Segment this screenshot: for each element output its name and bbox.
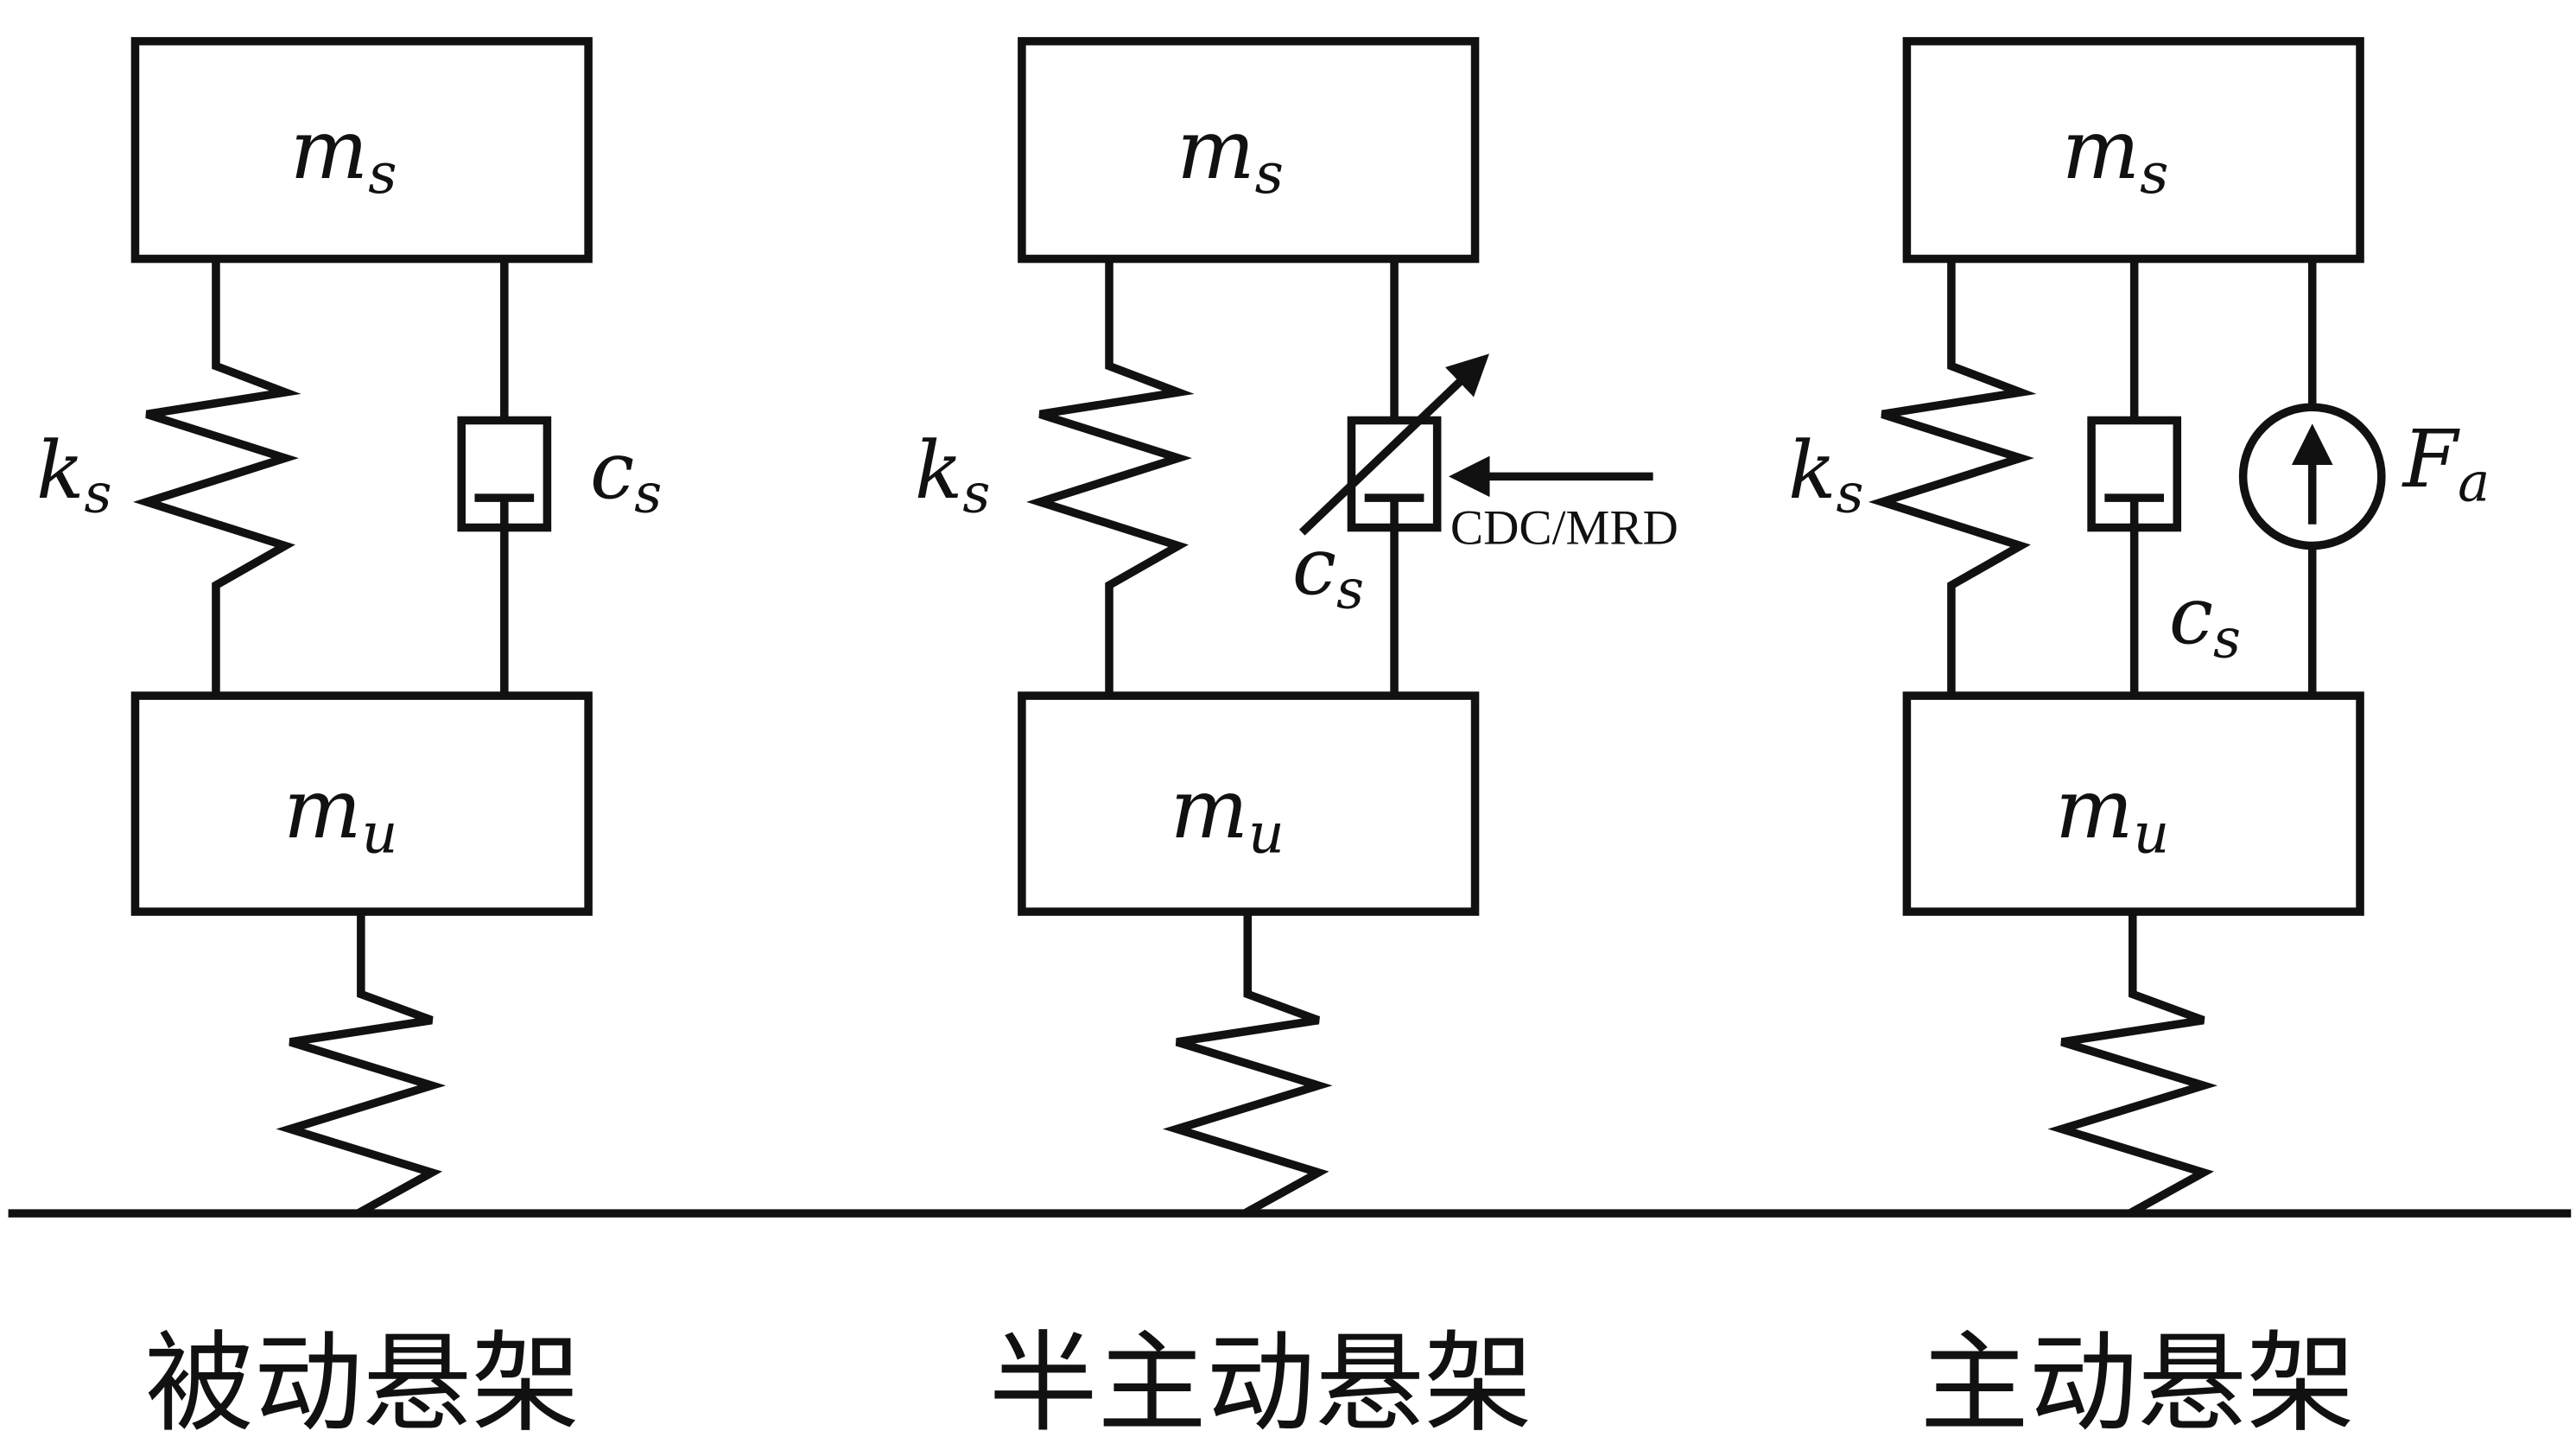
suspension-spring (133, 258, 301, 696)
actuator-force-label: Fa (2402, 413, 2490, 513)
damper (1347, 258, 1442, 696)
sprung-mass-label: ms (2062, 102, 2169, 207)
active-suspension: ms mu ks cs Fa (1788, 36, 2490, 1216)
suspension-spring (1026, 258, 1195, 696)
caption-semi-active: 半主动悬架 (989, 1320, 1533, 1431)
unsprung-mass-label: mu (1171, 761, 1285, 866)
sprung-mass-label: ms (290, 102, 397, 207)
cdc-mrd-label: CDC/MRD (1450, 501, 1678, 556)
unsprung-mass-box (130, 691, 593, 916)
damper (2087, 258, 2182, 696)
tire-spring (2047, 912, 2218, 1216)
damper (457, 258, 552, 696)
tire-spring (1162, 912, 1333, 1216)
spring-label: ks (915, 424, 990, 525)
passive-suspension: ms mu ks cs (36, 36, 662, 1216)
actuator-force-source (2238, 258, 2386, 696)
unsprung-mass-label: mu (283, 761, 397, 866)
caption-active: 主动悬架 (1920, 1320, 2356, 1431)
damper-label: cs (590, 424, 662, 525)
unsprung-mass-box (1902, 691, 2364, 916)
spring-label: ks (36, 424, 111, 525)
sprung-mass-box (130, 36, 593, 264)
caption-passive: 被动悬架 (145, 1320, 581, 1431)
spring-label: ks (1788, 424, 1863, 525)
sprung-mass-label: ms (1177, 102, 1284, 207)
semi-active-suspension: ms mu ks cs (915, 36, 1480, 1216)
sprung-mass-box (1902, 36, 2364, 264)
suspension-spring (1868, 258, 2037, 696)
damper-label: cs (2169, 569, 2241, 670)
tire-spring (276, 912, 447, 1216)
unsprung-mass-label: mu (2055, 761, 2169, 866)
sprung-mass-box (1018, 36, 1480, 264)
variable-damping-arrow (1298, 353, 1489, 536)
damper-label: cs (1292, 520, 1364, 620)
